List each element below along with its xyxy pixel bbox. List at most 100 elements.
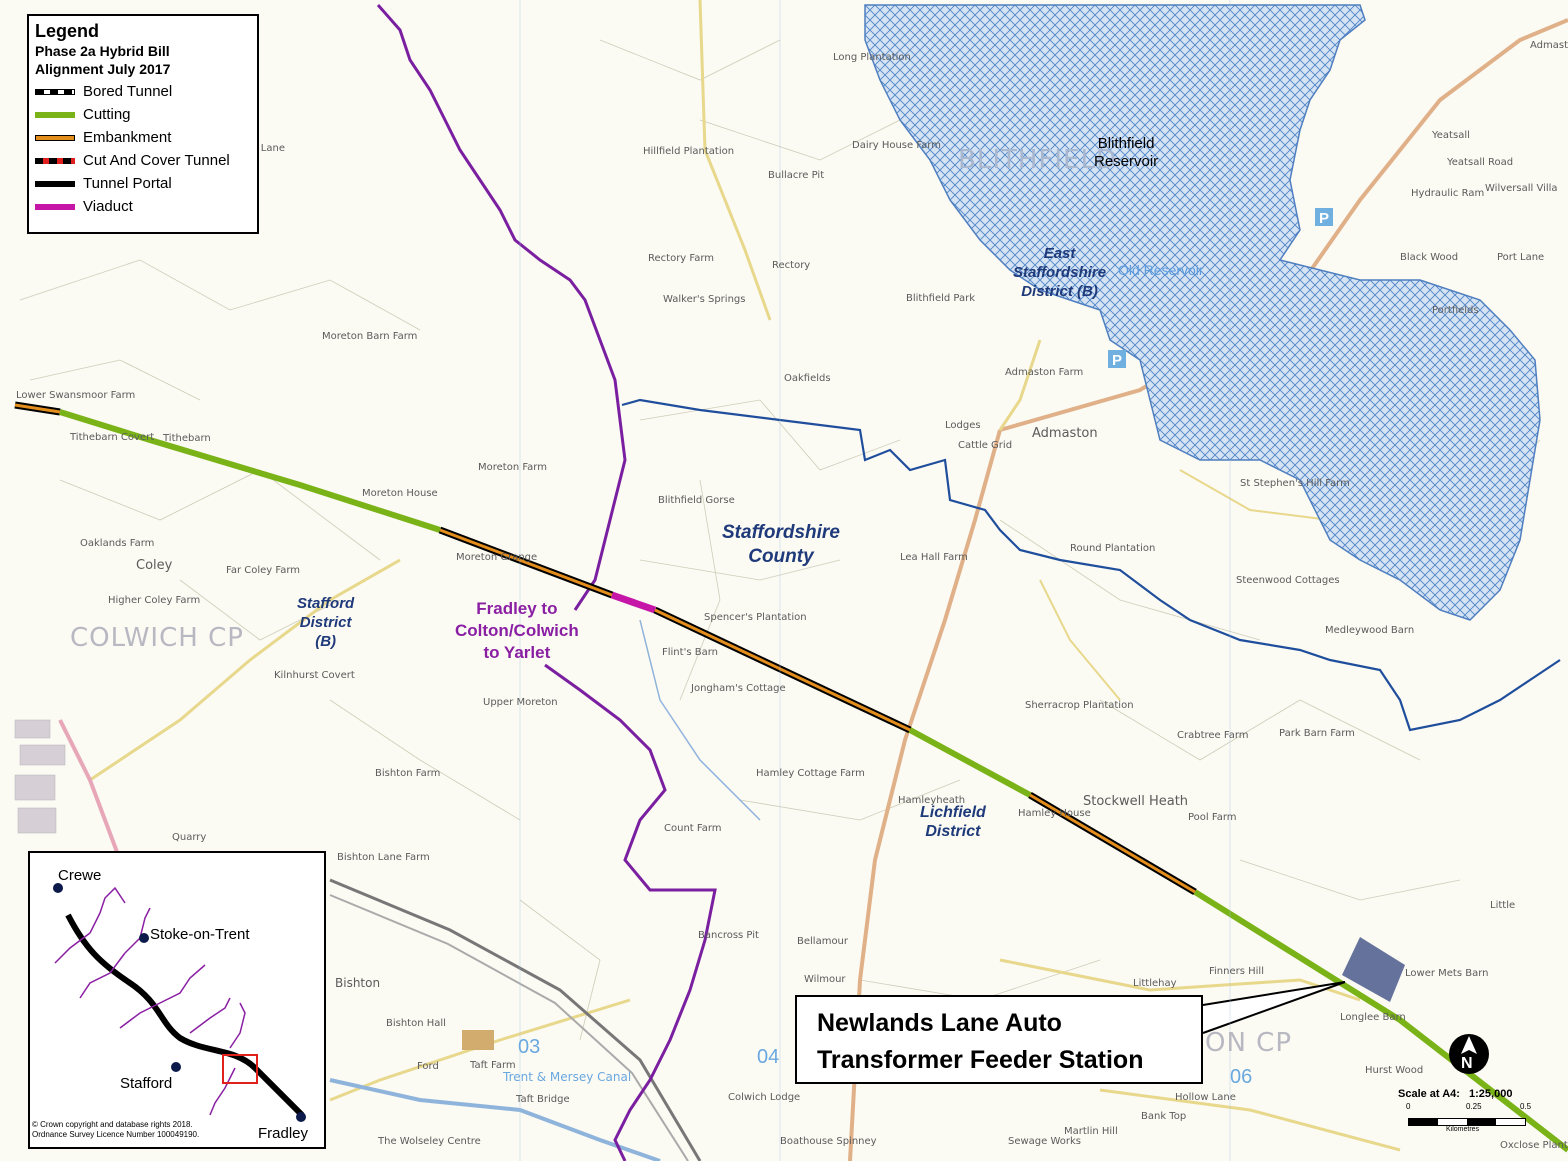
copyright-line: Ordnance Survey Licence Number 100049190…	[32, 1130, 200, 1139]
place-label: Upper Moreton	[483, 697, 558, 708]
place-label: Moreton Barn Farm	[322, 331, 418, 342]
place-label: Lodges	[945, 420, 981, 431]
legend-item-embankment: Embankment	[35, 126, 251, 149]
admin-label-line: District	[925, 823, 981, 840]
stafford-district-label: Stafford District (B)	[297, 594, 354, 651]
place-label: Admaston Farm	[1005, 367, 1084, 378]
legend-label: Cut And Cover Tunnel	[83, 152, 230, 169]
parking-icon	[1315, 208, 1333, 226]
place-label: Park Lane	[236, 143, 285, 154]
admin-label-line: District (B)	[1021, 283, 1098, 300]
place-label: Littlehay	[1133, 978, 1177, 989]
scale-ratio: 1:25,000	[1469, 1088, 1513, 1100]
place-label: Hydraulic Ram	[1411, 188, 1485, 199]
place-label: Count Farm	[664, 823, 722, 834]
svg-text:P: P	[1112, 352, 1122, 369]
legend-swatch	[35, 134, 75, 141]
old-reservoir-label: Old Reservoir	[1118, 262, 1204, 278]
legend-label: Viaduct	[83, 198, 133, 215]
route-label-line: to Yarlet	[483, 643, 551, 662]
railway-line	[329, 878, 702, 1161]
admin-label-line: County	[748, 546, 814, 567]
place-label: Moreton House	[362, 488, 438, 499]
place-label: Tithebarn	[163, 433, 211, 444]
admin-label-line: Staffordshire	[1013, 264, 1107, 281]
staffordshire-county-label: Staffordshire County	[722, 521, 840, 569]
callout-line: Newlands Lane Auto	[817, 1009, 1062, 1037]
place-label: Port Lane	[1497, 252, 1545, 263]
place-label: Moreton Grange	[456, 552, 538, 563]
legend-swatch	[35, 88, 75, 95]
feeder-station-callout: Newlands Lane Auto Transformer Feeder St…	[795, 995, 1203, 1084]
canal-label: Trent & Mersey Canal	[503, 1070, 632, 1084]
place-label: Park Barn Farm	[1279, 728, 1355, 739]
legend-swatch	[35, 157, 75, 164]
building-block	[462, 1030, 494, 1050]
legend-subtitle: Phase 2a Hybrid Bill	[35, 43, 170, 59]
scale-label: Scale at A4:	[1398, 1088, 1460, 1100]
place-label: Bishton Hall	[386, 1018, 446, 1029]
place-label: Oxclose Plantation	[1500, 1140, 1568, 1151]
place-label: Hillfield Plantation	[643, 146, 735, 157]
place-label: Taft Bridge	[516, 1094, 570, 1105]
scale-tick: 0.25	[1466, 1102, 1482, 1111]
place-label: Wilmour	[804, 974, 846, 985]
place-label: Colwich Lodge	[728, 1092, 801, 1103]
scale-tick: 0.5	[1520, 1102, 1532, 1111]
north-letter: N	[1461, 1055, 1473, 1072]
place-label: Rectory	[772, 260, 811, 271]
grid-label: 03	[518, 1036, 541, 1058]
place-label: Stockwell Heath	[1083, 794, 1189, 809]
copyright-line: © Crown copyright and database rights 20…	[32, 1120, 193, 1129]
fradley-dot	[296, 1112, 306, 1122]
legend-label: Bored Tunnel	[83, 83, 173, 100]
place-label: Flint's Barn	[662, 647, 718, 658]
hs2-alignment	[14, 401, 1568, 1153]
legend-swatch	[35, 180, 75, 187]
stoke-dot	[139, 933, 149, 943]
legend-label: Tunnel Portal	[83, 175, 172, 192]
route-label-line: Fradley to	[476, 599, 558, 618]
legend-swatch	[35, 111, 75, 118]
legend-item-bored-tunnel: Bored Tunnel	[35, 80, 251, 103]
place-label: Yeatsall Road	[1447, 157, 1514, 168]
place-label: Lower Mets Barn	[1405, 968, 1489, 979]
reservoir-label-line: Reservoir	[1094, 153, 1159, 170]
place-label: Hamley House	[1018, 808, 1091, 819]
crewe-dot	[53, 883, 63, 893]
place-label: Jongham's Cottage	[691, 683, 786, 694]
east-staffordshire-label: East Staffordshire District (B)	[1013, 244, 1106, 301]
place-label: Taft Farm	[470, 1060, 516, 1071]
feeder-station-site	[1342, 937, 1405, 1002]
inset-label-stafford: Stafford	[120, 1075, 173, 1092]
inset-label-stoke: Stoke-on-Trent	[150, 926, 250, 943]
admin-label-line: (B)	[315, 633, 337, 650]
place-label: Hurst Wood	[1365, 1065, 1424, 1076]
place-label: Hollow Lane	[1175, 1092, 1236, 1103]
legend-item-viaduct: Viaduct	[35, 195, 251, 218]
place-label: Hamley Cottage Farm	[756, 768, 865, 779]
inset-map: Crewe Stoke-on-Trent Stafford Fradley © …	[28, 851, 326, 1149]
place-label: Yeatsall	[1432, 130, 1470, 141]
place-label: Bellamour	[797, 936, 849, 947]
place-label: Oaklands Farm	[80, 538, 155, 549]
copyright-notice: © Crown copyright and database rights 20…	[32, 1120, 199, 1140]
place-label: Blithfield Park	[906, 293, 976, 304]
admin-label-line: Staffordshire	[722, 522, 840, 543]
place-label: Longlee Barn	[1340, 1012, 1406, 1023]
place-label: Far Coley Farm	[226, 565, 301, 576]
place-label: Long Plantation	[833, 52, 911, 63]
scale-tick: 0	[1406, 1102, 1411, 1111]
place-label: Sewage Works	[1008, 1136, 1082, 1147]
place-label: Crabtree Farm	[1177, 730, 1249, 741]
legend: Legend Phase 2a Hybrid Bill Alignment Ju…	[27, 14, 259, 234]
legend-label: Embankment	[83, 129, 172, 146]
place-label: Finners Hill	[1209, 966, 1264, 977]
place-label: Wilversall Villa	[1485, 183, 1558, 194]
place-label: Ford	[417, 1061, 439, 1072]
roads	[89, 0, 1568, 1161]
legend-subtitle: Alignment July 2017	[35, 61, 171, 77]
place-label: Bancross Pit	[698, 930, 759, 941]
reservoir-label: Blithfield Reservoir	[1094, 135, 1158, 171]
